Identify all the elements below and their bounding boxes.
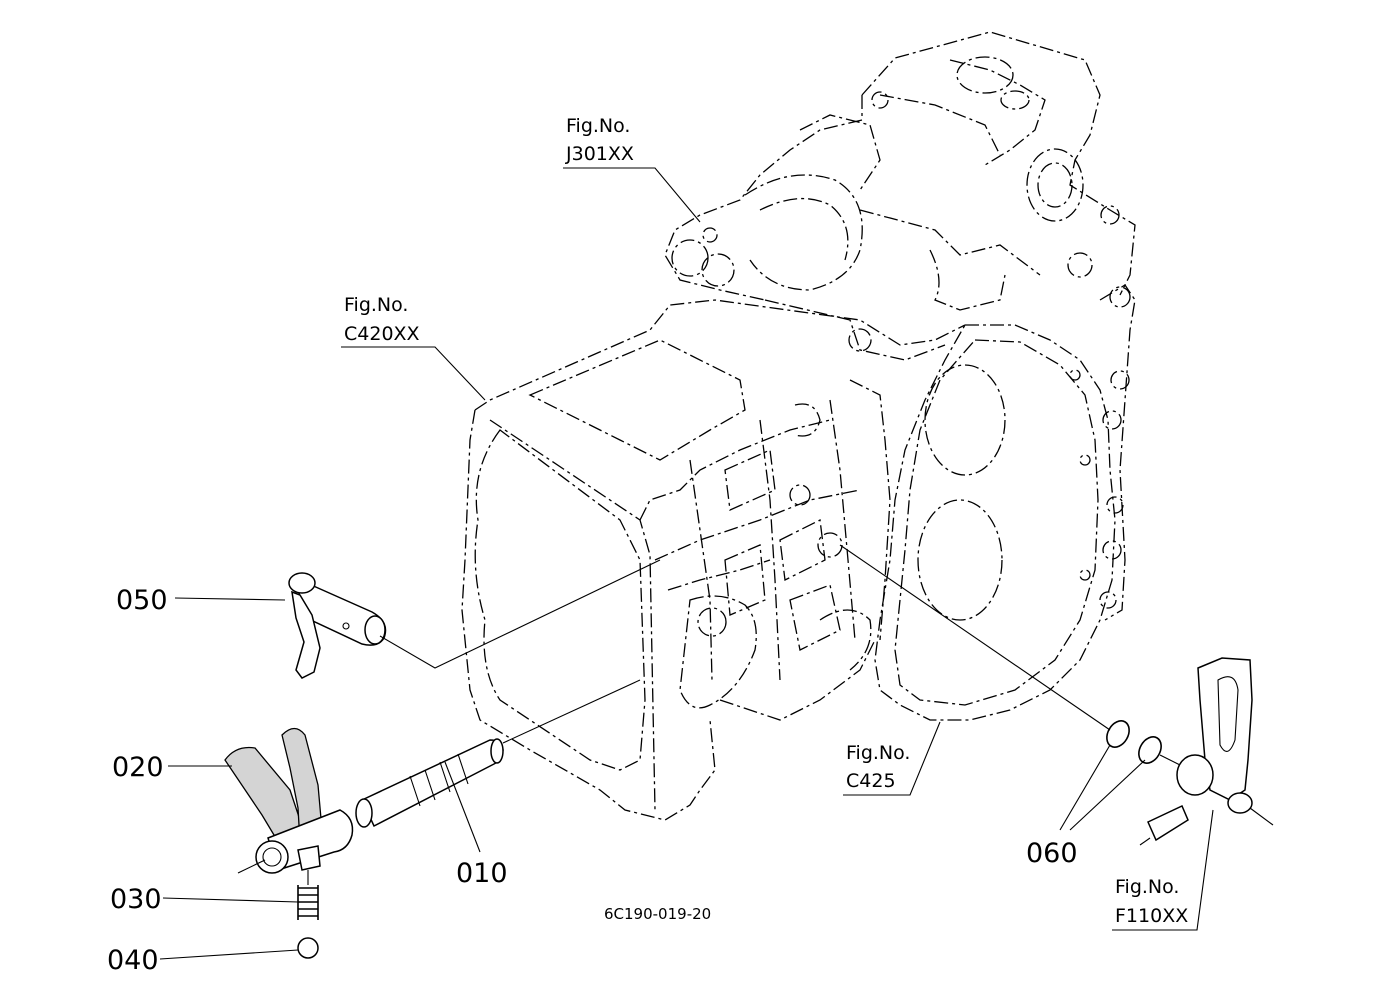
callout-f110-code: F110XX: [1115, 905, 1188, 927]
part-label-060: 060: [1026, 838, 1078, 869]
part-label-020: 020: [112, 752, 164, 783]
lever-assembly-phantom: [1147, 657, 1253, 842]
part-040-ball: [297, 937, 319, 959]
part-label-050: 050: [116, 585, 168, 616]
leader-lines: [159, 167, 1274, 960]
transmission-case-phantom: [461, 31, 1136, 821]
callout-c420-code: C420XX: [344, 323, 420, 345]
callout-c420: Fig.No. C420XX: [344, 294, 420, 345]
callout-c425-fig: Fig.No.: [846, 742, 910, 764]
part-010-shift-rod: [355, 738, 504, 828]
callout-j301: Fig.No. J301XX: [565, 115, 634, 165]
part-030-spring: [297, 885, 319, 920]
part-050-shift-arm: [288, 572, 387, 679]
part-020-shift-fork: [224, 727, 354, 874]
part-label-030: 030: [110, 884, 162, 915]
callout-c425-code: C425: [846, 770, 896, 792]
part-label-010: 010: [456, 858, 508, 889]
callout-j301-code: J301XX: [565, 143, 634, 165]
callout-c420-fig: Fig.No.: [344, 294, 408, 316]
part-060-o-rings: [1106, 720, 1162, 764]
callout-f110-fig: Fig.No.: [1115, 876, 1179, 898]
callout-f110: Fig.No. F110XX: [1115, 876, 1188, 927]
callout-j301-fig: Fig.No.: [566, 115, 630, 137]
callout-c425: Fig.No. C425: [846, 742, 910, 792]
drawing-code: 6C190-019-20: [604, 905, 711, 923]
part-label-040: 040: [107, 945, 159, 976]
